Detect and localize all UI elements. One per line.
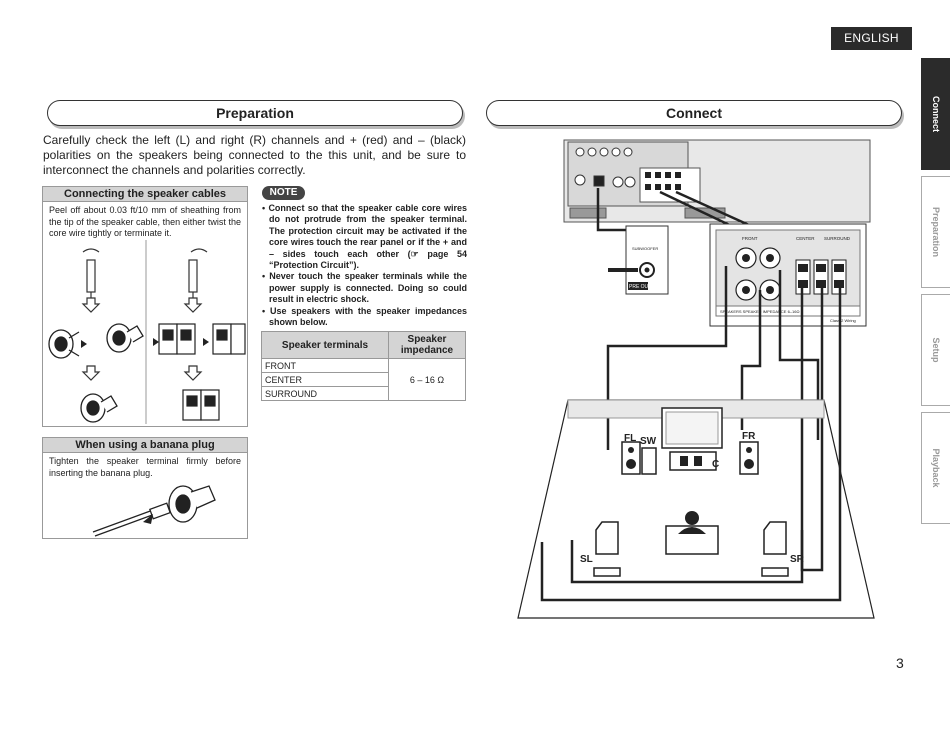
note-item: Use speakers with the speaker impedances… (262, 306, 467, 329)
banana-plug-heading: When using a banana plug (42, 437, 248, 453)
tab-preparation[interactable]: Preparation (921, 176, 950, 288)
tab-setup[interactable]: Setup (921, 294, 950, 406)
language-badge: ENGLISH (831, 27, 912, 50)
pre-out-zoom (608, 225, 669, 295)
row-center: CENTER (261, 372, 389, 387)
row-surround: SURROUND (261, 386, 389, 401)
header-speaker-terminals: Speaker terminals (261, 331, 389, 359)
note-badge: NOTE (262, 186, 305, 200)
speaker-cables-text: Peel off about 0.03 ft/10 mm of sheathin… (49, 205, 241, 238)
page-number: 3 (896, 655, 904, 671)
section-title-preparation: Preparation (47, 100, 463, 126)
banana-plug-text: Tighten the speaker terminal firmly befo… (49, 456, 241, 478)
c-label: C (712, 459, 719, 470)
class2-label: Class 2 Wiring (830, 318, 856, 323)
tab-playback[interactable]: Playback (921, 412, 950, 524)
center-label: CENTER (796, 236, 815, 241)
fr-label: FR (742, 431, 756, 442)
banana-plug-box: Tighten the speaker terminal firmly befo… (42, 452, 248, 539)
surround-label: SURROUND (824, 236, 851, 241)
note-item: Connect so that the speaker cable core w… (262, 203, 467, 271)
note-list: Connect so that the speaker cable core w… (262, 203, 467, 328)
cable-prep-illustration (48, 240, 246, 424)
banana-plug-illustration (92, 485, 216, 537)
front-label: FRONT (742, 236, 758, 241)
intro-paragraph: Carefully check the left (L) and right (… (43, 133, 466, 177)
note-item: Never touch the speaker terminals while … (262, 271, 467, 305)
speaker-cables-box: Peel off about 0.03 ft/10 mm of sheathin… (42, 201, 248, 427)
sw-label: SW (640, 436, 657, 447)
fl-label: FL (624, 433, 636, 444)
speaker-cables-heading: Connecting the speaker cables (42, 186, 248, 202)
impedance-value: 6 – 16 Ω (388, 358, 466, 401)
pre-out-label: PRE OUT (629, 284, 651, 290)
section-title-connect: Connect (486, 100, 902, 126)
row-front: FRONT (261, 358, 389, 373)
sl-label: SL (580, 554, 593, 565)
connection-diagram: SUBWOOFER PRE OUT FRONT CENTER SURROUND … (517, 139, 875, 619)
impedance-table: Speaker terminals Speaker impedance FRON… (261, 331, 466, 401)
header-speaker-impedance: Speaker impedance (388, 331, 466, 359)
sr-label: SR (790, 554, 805, 565)
subwoofer-label: SUBWOOFER (632, 246, 658, 251)
tab-connect[interactable]: Connect (921, 58, 950, 170)
